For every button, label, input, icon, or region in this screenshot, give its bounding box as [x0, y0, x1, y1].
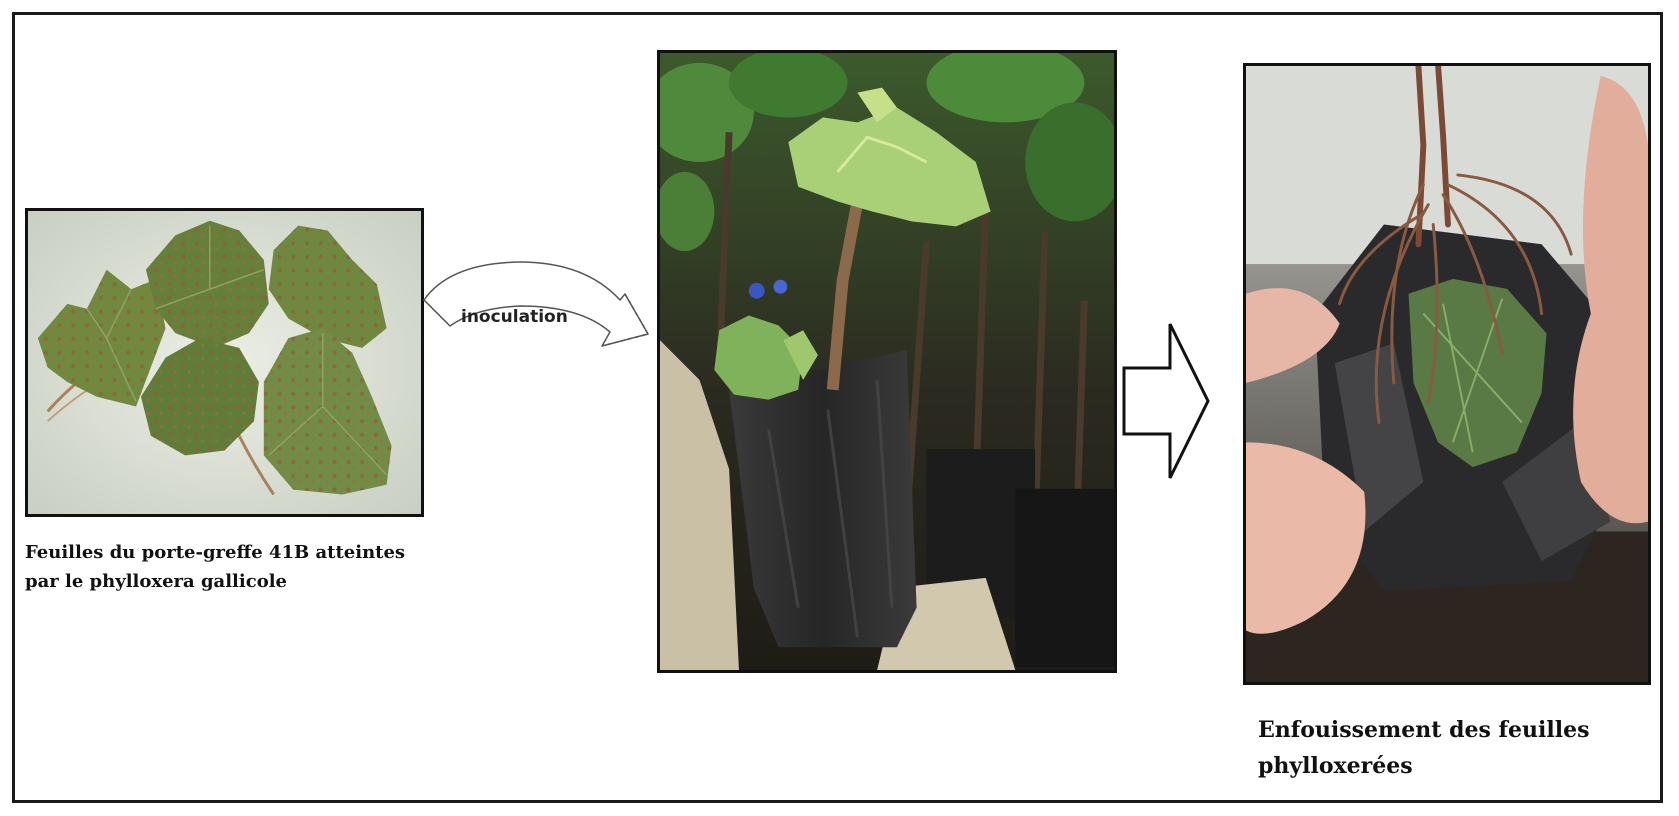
inoculation-label: inoculation [461, 307, 568, 327]
caption-line: par le phylloxera gallicole [25, 567, 445, 596]
caption-line: phylloxerées [1258, 748, 1638, 784]
buried-leaves-roots-photo [1243, 63, 1651, 685]
inoculated-plant-photo [657, 50, 1117, 673]
burial-caption: Enfouissement des feuilles phylloxerées [1258, 712, 1638, 784]
caption-line: Enfouissement des feuilles [1258, 712, 1638, 748]
caption-line: Feuilles du porte-greffe 41B atteintes [25, 538, 445, 567]
infested-leaves-photo [25, 208, 424, 517]
infested-leaves-caption: Feuilles du porte-greffe 41B atteintes p… [25, 538, 445, 596]
next-step-block-arrow [1120, 318, 1212, 484]
